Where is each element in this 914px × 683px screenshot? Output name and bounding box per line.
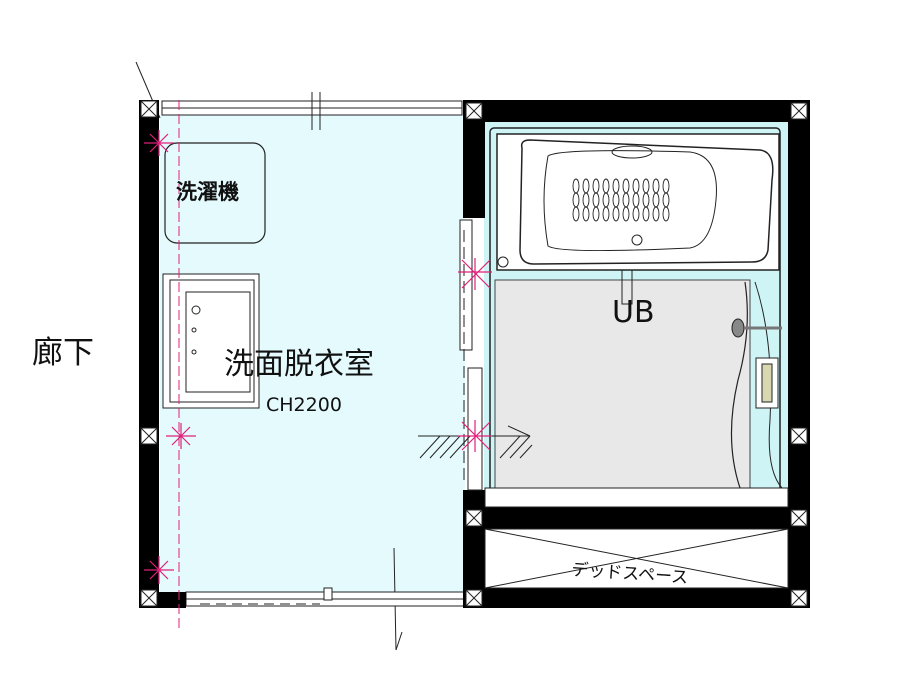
bath-right-wall bbox=[788, 100, 810, 608]
room-label: 洗面脱衣室 bbox=[224, 347, 374, 382]
bathtub-icon bbox=[496, 133, 780, 271]
washer-label: 洗濯機 bbox=[176, 180, 239, 204]
vanity-sink-icon bbox=[162, 273, 260, 409]
dead-space-bottom-wall bbox=[463, 588, 810, 608]
threshold-hatch bbox=[418, 425, 533, 459]
unit-bath-label: UB bbox=[612, 295, 655, 330]
bath-floor bbox=[494, 279, 751, 493]
shower-head-icon bbox=[730, 281, 783, 489]
washing-machine-icon bbox=[164, 142, 266, 244]
partition-door bbox=[459, 219, 473, 351]
column-x-icon bbox=[140, 100, 808, 607]
left-wall bbox=[139, 100, 159, 608]
hallway-label: 廊下 bbox=[32, 335, 94, 371]
bath-top-wall bbox=[463, 100, 810, 122]
dimension-marker bbox=[144, 130, 492, 584]
bath-bottom-wall bbox=[463, 507, 810, 529]
dead-space-box bbox=[484, 528, 789, 589]
guide-line bbox=[395, 631, 403, 651]
ceiling-height-label: CH2200 bbox=[266, 394, 342, 416]
bath-left-wall-upper bbox=[463, 100, 485, 218]
